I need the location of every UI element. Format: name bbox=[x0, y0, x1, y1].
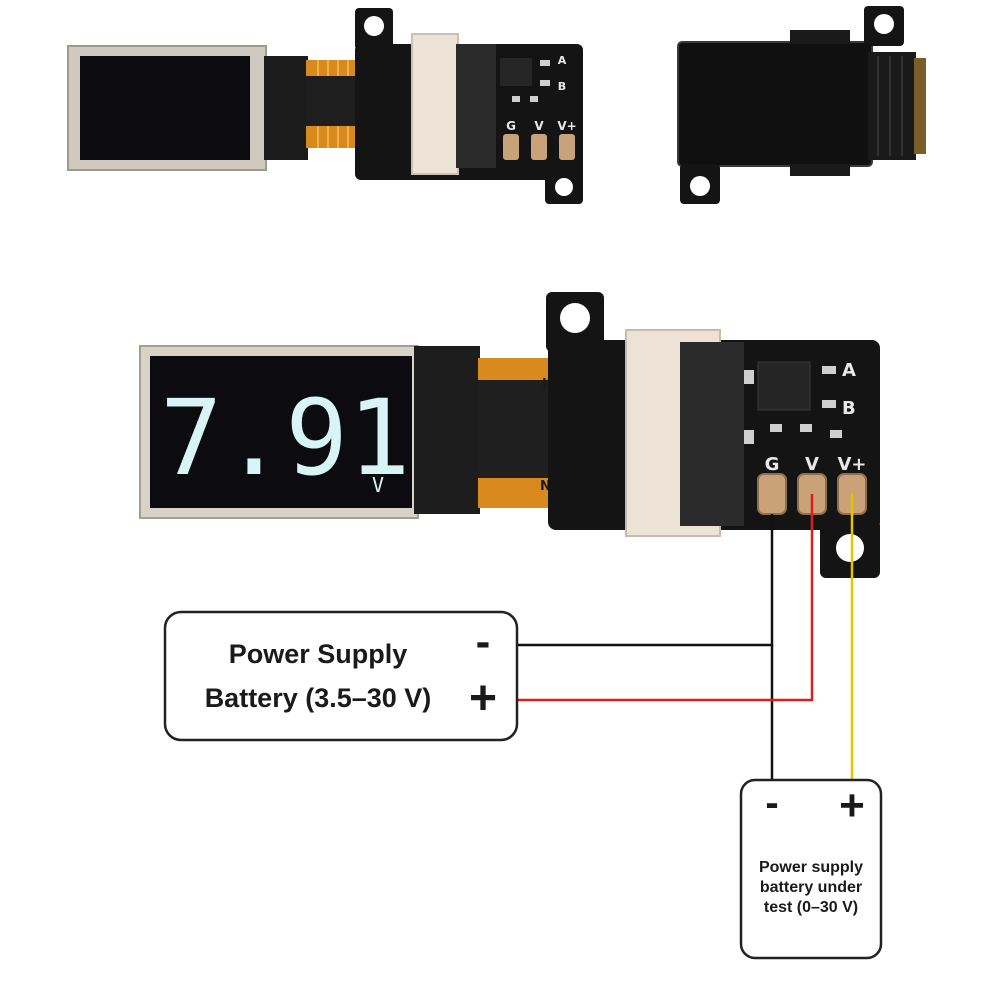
test-box-line-2: battery under bbox=[760, 879, 862, 896]
module-back bbox=[677, 41, 873, 167]
main-connector-latch bbox=[680, 342, 744, 526]
pad-ground bbox=[757, 473, 787, 515]
small-button-label-a: A bbox=[558, 54, 567, 67]
main-ic-chip bbox=[757, 361, 811, 411]
mount-hole bbox=[690, 176, 710, 196]
supply-battery-box: Power Supply Battery (3.5–30 V) - + bbox=[163, 610, 519, 742]
top-back-view bbox=[677, 6, 926, 204]
wire-supply-positive bbox=[515, 494, 814, 702]
test-minus-sign: - bbox=[765, 781, 778, 825]
test-battery-box: - + Power supply battery under test (0–3… bbox=[739, 778, 883, 960]
small-pad-label-v: V bbox=[534, 119, 544, 133]
pad-label-g: G bbox=[765, 454, 780, 475]
screen-body bbox=[264, 56, 308, 160]
supply-box-outline bbox=[163, 610, 519, 742]
wiring bbox=[515, 494, 854, 782]
test-box-line-3: test (0–30 V) bbox=[764, 899, 858, 916]
small-pad-label-vplus: V+ bbox=[557, 119, 576, 133]
supply-box-title: Power Supply bbox=[229, 639, 408, 669]
supply-plus-sign: + bbox=[469, 672, 497, 725]
screen bbox=[80, 56, 250, 160]
pad-g bbox=[503, 134, 519, 160]
mount-hole bbox=[560, 303, 590, 333]
pad-v bbox=[531, 134, 547, 160]
test-box-line-1: Power supply bbox=[759, 859, 863, 876]
test-box-outline bbox=[739, 778, 883, 960]
pad-label-v: V bbox=[805, 454, 819, 475]
button-label-b: B bbox=[842, 398, 856, 419]
pad-vplus bbox=[559, 134, 575, 160]
mount-hole bbox=[364, 16, 384, 36]
mount-hole bbox=[874, 14, 894, 34]
ic-chip bbox=[500, 58, 532, 86]
voltage-unit: V bbox=[372, 473, 384, 497]
back-connector bbox=[868, 52, 916, 160]
mount-hole bbox=[555, 178, 573, 196]
fpc-stiffener bbox=[306, 76, 356, 126]
pad-label-vplus: V+ bbox=[837, 454, 866, 475]
top-front-view: G V V+ A B bbox=[67, 8, 583, 204]
fpc-connector bbox=[411, 33, 459, 175]
supply-box-subtitle: Battery (3.5–30 V) bbox=[205, 683, 432, 713]
mount-hole bbox=[836, 534, 864, 562]
small-pad-label-g: G bbox=[506, 119, 516, 133]
supply-minus-sign: - bbox=[476, 617, 491, 666]
connector-latch bbox=[456, 44, 496, 168]
back-fpc-edge bbox=[914, 58, 926, 154]
main-fpc-stiffener bbox=[478, 380, 550, 478]
main-screen bbox=[150, 356, 412, 508]
main-screen-body bbox=[414, 346, 480, 514]
button-label-a: A bbox=[842, 360, 856, 381]
main-board-view: 7.91 V J2 14 1 NF A bbox=[139, 292, 880, 578]
test-plus-sign: + bbox=[839, 781, 865, 830]
small-button-label-b: B bbox=[558, 80, 566, 93]
voltage-readout: 7.91 bbox=[160, 377, 410, 499]
